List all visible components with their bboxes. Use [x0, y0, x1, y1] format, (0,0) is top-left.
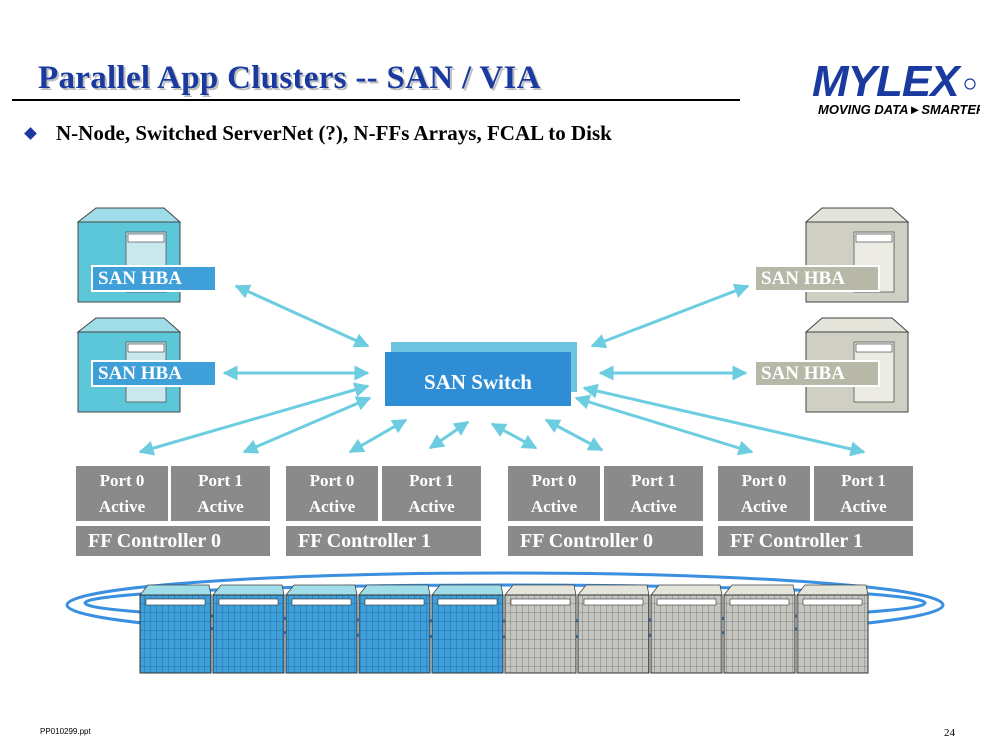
port-status: Active	[630, 497, 677, 516]
link-switch-port-8	[582, 383, 866, 457]
link-host-tl-switch	[234, 284, 370, 348]
controller-3-port-0: Port 0 Active	[508, 466, 600, 521]
controller-1-name: FF Controller 0	[76, 526, 270, 556]
port-label: Port 0	[741, 471, 787, 490]
controller-4-port-0: Port 0 Active	[718, 466, 810, 521]
title-underline	[12, 99, 740, 101]
controller-2-port-0: Port 0 Active	[286, 466, 378, 521]
link-switch-port-5	[490, 422, 538, 450]
page-number: 24	[944, 727, 955, 739]
server-tower-top-left	[76, 207, 182, 303]
disk-array-row	[139, 584, 869, 674]
port-label: Port 1	[841, 471, 886, 490]
link-switch-port-2	[242, 396, 372, 454]
controller-1-port-1: Port 1 Active	[171, 466, 270, 521]
bullet-text: N-Node, Switched ServerNet (?), N-FFs Ar…	[56, 121, 612, 145]
port-label: Port 1	[409, 471, 454, 490]
link-switch-port-3	[348, 418, 408, 454]
link-host-tr-switch	[590, 283, 750, 349]
controller-4-name: FF Controller 1	[718, 526, 913, 556]
link-switch-port-6	[544, 418, 604, 452]
page-title: Parallel App Clusters -- SAN / VIA	[38, 60, 541, 96]
hba-label-mid-right: SAN HBA	[754, 360, 880, 387]
port-label: Port 0	[99, 471, 145, 490]
link-switch-port-4	[428, 420, 470, 450]
hba-label-mid-left: SAN HBA	[91, 360, 217, 387]
registered-mark-icon	[964, 78, 976, 90]
controller-3-name: FF Controller 0	[508, 526, 703, 556]
controller-1-port-0: Port 0 Active	[76, 466, 168, 521]
logo-tagline: MOVING DATA►SMARTER	[818, 102, 980, 117]
disk-enclosure	[358, 584, 431, 674]
disk-enclosure	[285, 584, 358, 674]
controller-2-port-1: Port 1 Active	[382, 466, 481, 521]
san-switch: SAN Switch	[385, 352, 571, 406]
disk-enclosure	[796, 584, 869, 674]
disk-enclosure	[212, 584, 285, 674]
disk-enclosure	[577, 584, 650, 674]
disk-enclosure	[650, 584, 723, 674]
port-label: Port 1	[198, 471, 243, 490]
port-label: Port 0	[531, 471, 577, 490]
mylex-logo: MYLEX MOVING DATA►SMARTER	[812, 57, 980, 117]
disk-enclosure	[504, 584, 577, 674]
hba-label-top-right: SAN HBA	[754, 265, 880, 292]
disk-enclosure	[431, 584, 504, 674]
controller-2-name: FF Controller 1	[286, 526, 481, 556]
hba-label-top-left: SAN HBA	[91, 265, 217, 292]
footer-filename: PP010299.ppt	[40, 727, 91, 736]
port-status: Active	[840, 497, 887, 516]
port-status: Active	[740, 497, 788, 516]
controller-4-port-1: Port 1 Active	[814, 466, 913, 521]
controller-3-port-1: Port 1 Active	[604, 466, 703, 521]
disk-enclosure	[723, 584, 796, 674]
port-status: Active	[408, 497, 455, 516]
port-label: Port 1	[631, 471, 676, 490]
port-label: Port 0	[309, 471, 355, 490]
port-status: Active	[197, 497, 244, 516]
disk-enclosure	[139, 584, 212, 674]
port-status: Active	[98, 497, 146, 516]
logo-brand: MYLEX	[812, 57, 962, 106]
port-status: Active	[308, 497, 356, 516]
port-status: Active	[530, 497, 578, 516]
